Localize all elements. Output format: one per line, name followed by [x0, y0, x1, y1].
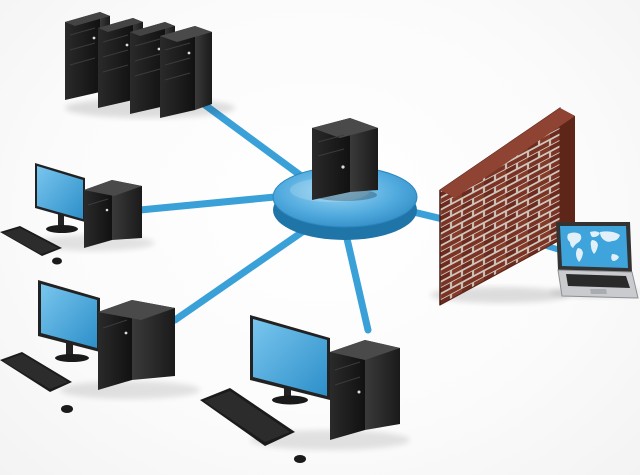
laptop	[550, 222, 640, 299]
laptop-keyboard	[566, 274, 630, 288]
world-map-icon	[567, 231, 620, 262]
central-server	[312, 118, 378, 201]
brick-wall-top	[440, 108, 575, 198]
monitor	[250, 315, 330, 405]
keyboard	[0, 352, 72, 392]
server-unit	[160, 26, 212, 118]
laptop-trackpad	[590, 289, 607, 294]
keyboard	[0, 226, 62, 256]
workstation-left-bottom	[0, 280, 200, 413]
cable-to-workstation-left-top	[136, 193, 279, 214]
keyboard	[200, 388, 295, 446]
computer-tower	[98, 300, 175, 390]
cable-to-workstation-left-bottom	[171, 224, 312, 324]
server-rack	[65, 12, 235, 118]
brick-wall-side	[560, 108, 575, 246]
firewall	[430, 107, 575, 306]
monitor	[35, 163, 85, 233]
workstation-left-top	[0, 163, 155, 265]
cable-to-server-rack	[201, 101, 304, 179]
cable-to-workstation-bottom	[341, 226, 372, 334]
workstation-bottom	[200, 315, 410, 463]
monitor	[38, 280, 100, 362]
computer-tower	[330, 340, 400, 440]
computer-tower	[84, 180, 142, 248]
mouse	[61, 405, 73, 413]
mouse	[52, 257, 62, 265]
mouse	[294, 455, 306, 463]
